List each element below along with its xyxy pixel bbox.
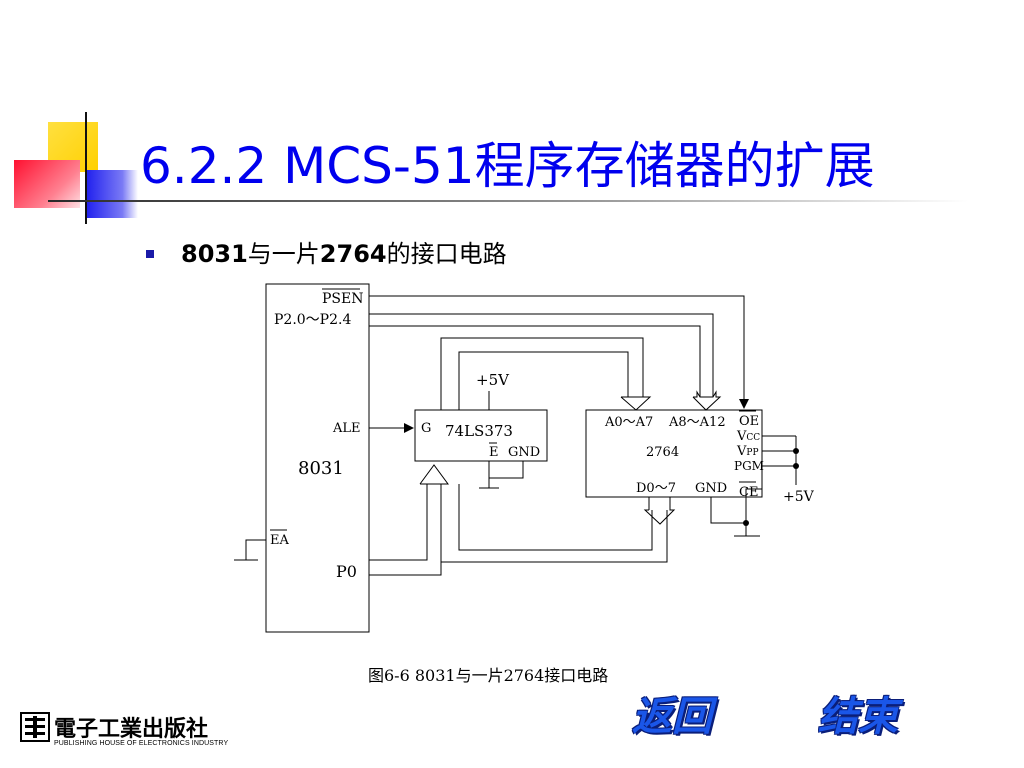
arrow-latch-in <box>419 464 449 485</box>
wire-ea-gnd <box>245 539 266 560</box>
arrow-d0d7 <box>643 496 676 525</box>
bullet-text: 8031与一片2764的接口电路 <box>181 234 507 269</box>
label-eprom-gnd: GND <box>695 481 727 496</box>
label-vcc: VCC <box>736 429 760 444</box>
label-vpp: VPP <box>736 444 759 459</box>
wire-psen-oe <box>369 295 749 409</box>
label-p0: P0 <box>336 562 357 581</box>
label-latch-g: G <box>421 421 431 436</box>
publisher-name-cn: 電子工業出版社 <box>54 716 209 742</box>
wire-p2-a8a12-inner <box>369 325 701 397</box>
label-psen: PSEN <box>322 291 363 307</box>
label-latch-e: E <box>489 445 499 460</box>
end-button[interactable]: 结束 <box>818 694 898 740</box>
junction-vpp <box>793 448 799 454</box>
bullet-marker <box>146 250 154 258</box>
junction-pgm <box>793 463 799 469</box>
label-ce: CE <box>739 485 758 500</box>
label-latch-name: 74LS373 <box>445 422 513 440</box>
junction-ce <box>743 520 749 526</box>
eprom-2764-box <box>585 409 763 498</box>
wire-d0d7-bus-a <box>458 484 653 551</box>
label-5v-right: +5V <box>783 489 815 505</box>
bullet-2764: 2764 <box>319 240 387 268</box>
wire-d0d7-bus-b <box>441 510 668 563</box>
publisher-logo-icon <box>20 712 50 742</box>
label-a8a12: A8～A12 <box>668 415 726 430</box>
label-ea: EA <box>270 533 289 548</box>
wire-p2-a8a12-outer <box>369 313 714 397</box>
label-vpp-main: V <box>736 444 747 459</box>
page-title: 6.2.2 MCS-51程序存储器的扩展 <box>140 137 875 195</box>
label-eprom-name: 2764 <box>646 445 679 460</box>
deco-vertical-line <box>85 112 87 224</box>
arrow-a0a7 <box>620 396 652 411</box>
latch-74ls373-box <box>414 409 548 462</box>
publisher-name-en: PUBLISHING HOUSE OF ELECTRONICS INDUSTRY <box>54 740 229 747</box>
wire-eprom-gnd <box>710 497 746 524</box>
wire-latch-gnd <box>489 461 524 479</box>
label-vcc-main: V <box>736 429 747 444</box>
mcu-8031-box <box>265 283 370 633</box>
wire-p0-latch-inner <box>369 484 428 561</box>
wire-latch-a0a7-inner <box>458 351 629 410</box>
label-a0a7: A0～A7 <box>604 415 653 430</box>
label-ale: ALE <box>332 421 361 436</box>
bullet-mid-a: 与一片 <box>247 240 320 268</box>
arrow-a8a12 <box>692 390 722 411</box>
figure-caption: 图6-6 8031与一片2764接口电路 <box>368 666 609 685</box>
label-vpp-sub: PP <box>746 448 758 458</box>
title-divider <box>48 200 968 202</box>
wire-latch-a0a7-outer <box>440 337 644 410</box>
label-p2: P2.0～P2.4 <box>274 312 351 328</box>
deco-blue-square <box>86 170 138 218</box>
bullet-8031: 8031 <box>181 240 248 268</box>
bullet-mid-b: 的接口电路 <box>386 240 507 268</box>
label-pgm: PGM <box>734 459 764 473</box>
label-vcc-sub: CC <box>746 433 760 443</box>
label-mcu-name: 8031 <box>298 458 344 479</box>
label-latch-gnd: GND <box>508 445 540 460</box>
label-oe: OE <box>739 414 759 429</box>
label-d0d7: D0～7 <box>636 481 676 496</box>
wire-p0-latch-outer <box>369 484 442 576</box>
back-button[interactable]: 返回 <box>632 694 712 740</box>
label-5v-top: +5V <box>476 371 510 389</box>
